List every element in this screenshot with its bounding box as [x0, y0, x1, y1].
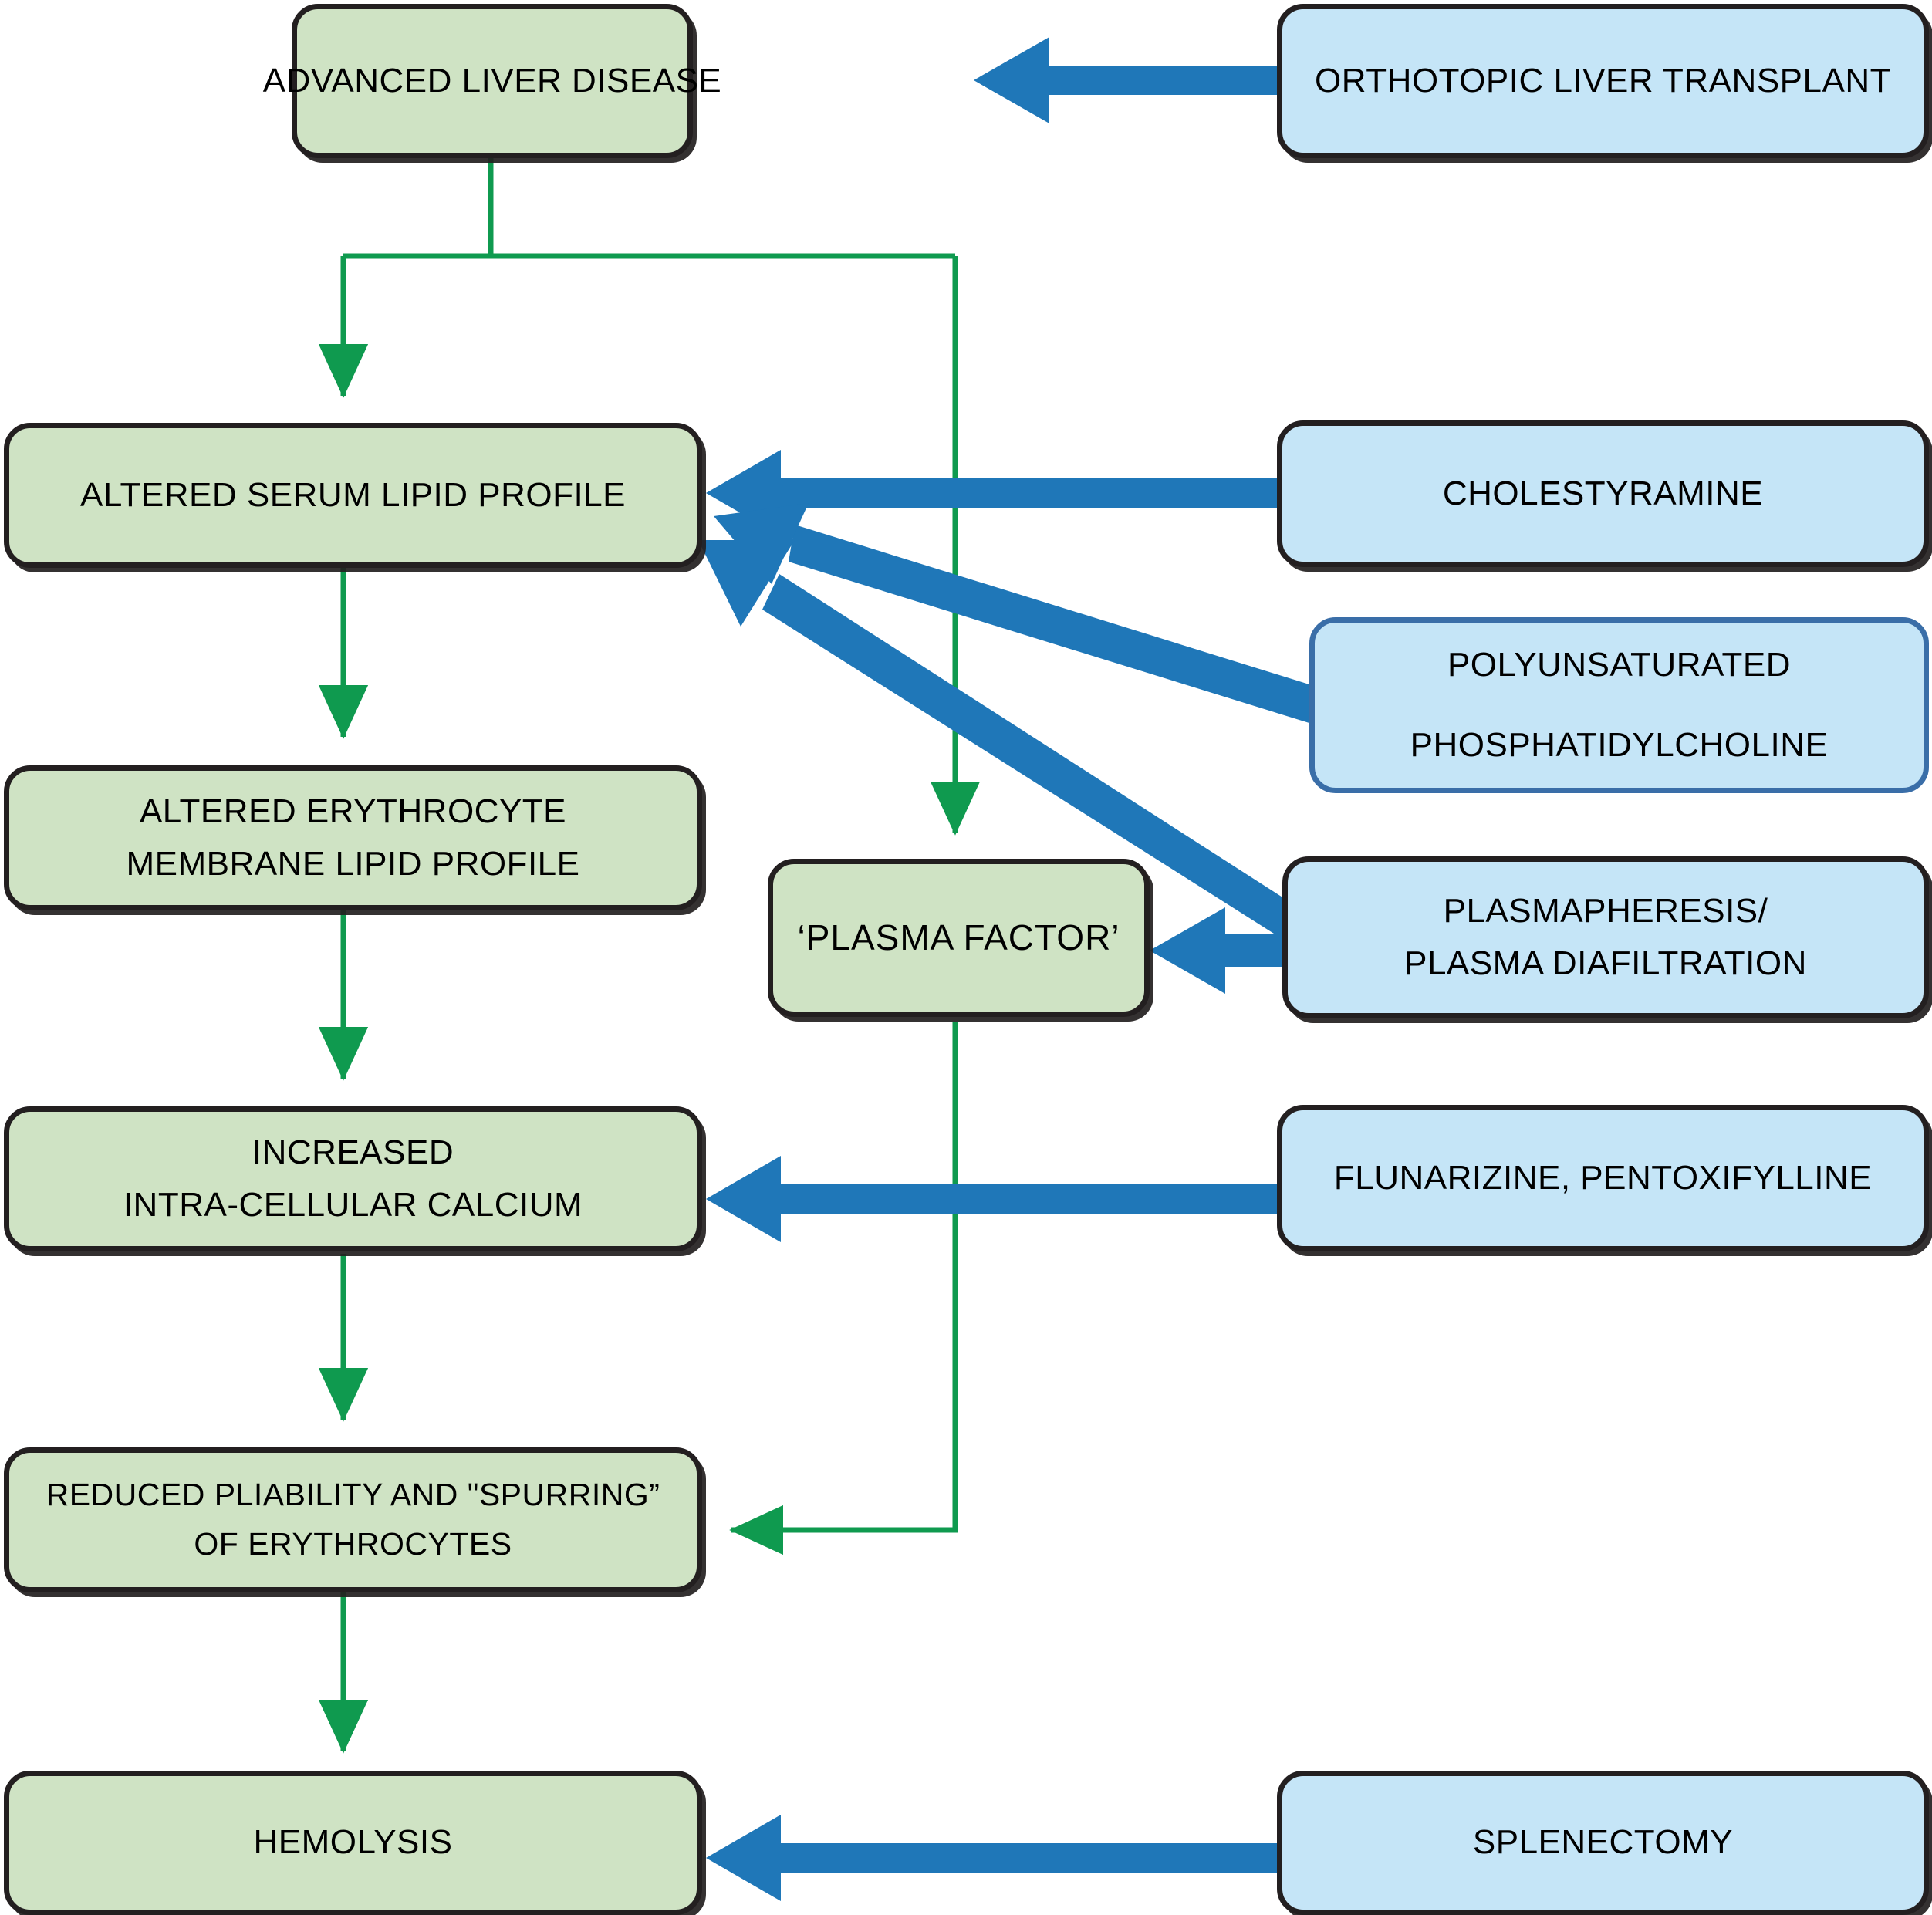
- node-label-line2: INTRA-CELLULAR CALCIUM: [123, 1186, 583, 1224]
- node-plasma-factor[interactable]: ‘PLASMA FACTOR’: [768, 859, 1150, 1017]
- node-plasmapheresis-plasma-diafiltration[interactable]: PLASMAPHERESIS/ PLASMA DIAFILTRATION: [1282, 856, 1929, 1018]
- node-label: CHOLESTYRAMINE: [1442, 474, 1764, 512]
- node-label-line1: POLYUNSATURATED: [1447, 645, 1792, 684]
- node-label-line1: INCREASED: [252, 1133, 454, 1171]
- edge-transplant-to-ald: [974, 37, 1277, 123]
- node-orthotopic-liver-transplant[interactable]: ORTHOTOPIC LIVER TRANSPLANT: [1277, 4, 1929, 158]
- node-label: ‘PLASMA FACTOR’: [797, 917, 1120, 958]
- node-label: ALTERED SERUM LIPID PROFILE: [79, 475, 627, 514]
- edge-plasma-factor-to-pliability: [729, 1022, 958, 1555]
- edge-plasmapheresis-to-plasma-factor: [1150, 907, 1285, 994]
- node-label-line1: REDUCED PLIABILITY AND "SPURRING”: [46, 1477, 660, 1513]
- node-label: HEMOLYSIS: [253, 1823, 453, 1862]
- node-altered-erythrocyte-membrane-lipid-profile[interactable]: ALTERED ERYTHROCYTE MEMBRANE LIPID PROFI…: [4, 765, 702, 910]
- node-label-line1: PLASMAPHERESIS/: [1443, 891, 1768, 930]
- node-cholestyramine[interactable]: CHOLESTYRAMINE: [1277, 420, 1929, 567]
- node-increased-intracellular-calcium[interactable]: INCREASED INTRA-CELLULAR CALCIUM: [4, 1106, 702, 1251]
- edge-ald-split: [343, 154, 955, 259]
- edge-flunarizine-to-calcium: [706, 1156, 1277, 1242]
- node-splenectomy[interactable]: SPLENECTOMY: [1277, 1771, 1929, 1915]
- node-label-line2: OF ERYTHROCYTES: [194, 1526, 512, 1562]
- edge-splenectomy-to-hemolysis: [706, 1815, 1277, 1901]
- node-flunarizine-pentoxifylline[interactable]: FLUNARIZINE, PENTOXIFYLLINE: [1277, 1105, 1929, 1251]
- edge-plasmapheresis-to-serum-lipid: [698, 540, 1289, 943]
- node-label-line2: PHOSPHATIDYLCHOLINE: [1410, 726, 1829, 764]
- node-hemolysis[interactable]: HEMOLYSIS: [4, 1771, 702, 1915]
- node-label-line2: PLASMA DIAFILTRATION: [1404, 944, 1807, 982]
- node-label: ORTHOTOPIC LIVER TRANSPLANT: [1315, 61, 1891, 100]
- node-altered-serum-lipid-profile[interactable]: ALTERED SERUM LIPID PROFILE: [4, 423, 702, 568]
- node-label-line1: ALTERED ERYTHROCYTE: [139, 792, 567, 830]
- node-label-line2: MEMBRANE LIPID PROFILE: [126, 845, 580, 883]
- node-reduced-pliability-of-erythrocytes[interactable]: REDUCED PLIABILITY AND "SPURRING” OF ERY…: [4, 1447, 702, 1592]
- node-polyunsaturated-phosphatidylcholine[interactable]: POLYUNSATURATED PHOSPHATIDYLCHOLINE: [1309, 617, 1929, 793]
- node-label: SPLENECTOMY: [1472, 1823, 1734, 1862]
- node-label: ADVANCED LIVER DISEASE: [262, 61, 722, 100]
- node-advanced-liver-disease[interactable]: ADVANCED LIVER DISEASE: [263, 4, 721, 158]
- node-label: FLUNARIZINE, PENTOXIFYLLINE: [1333, 1158, 1873, 1197]
